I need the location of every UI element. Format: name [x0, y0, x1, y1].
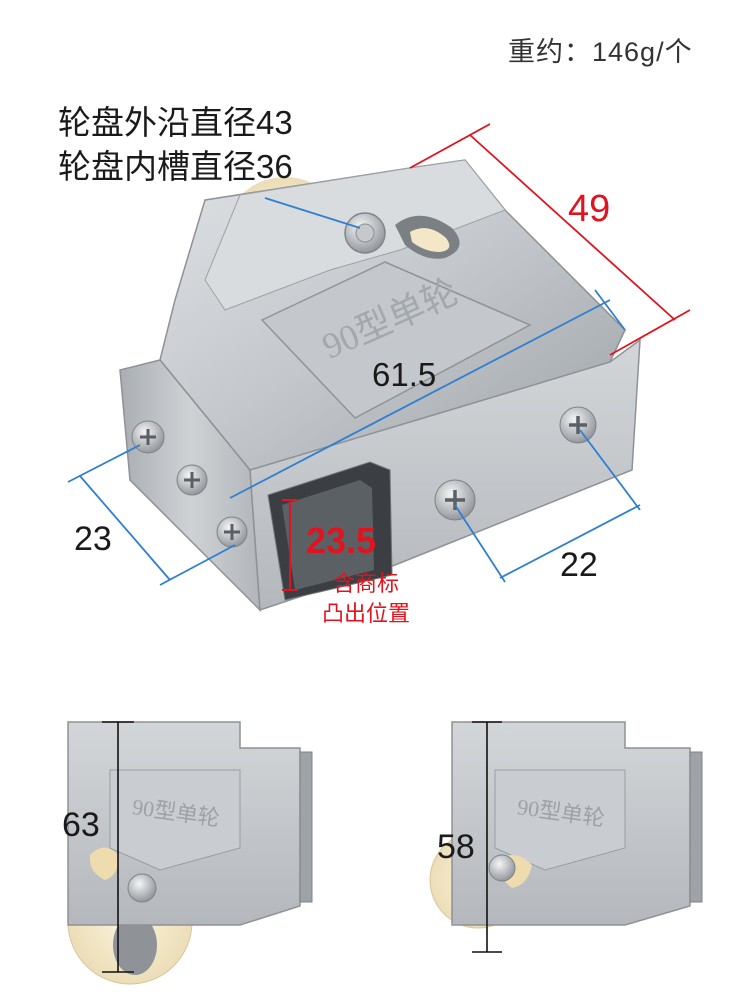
- embossed-plate: [260, 261, 532, 419]
- note-line-1: 含商标: [333, 571, 400, 596]
- embossed-plate-left: [109, 769, 241, 871]
- side-height-dimension: 23: [74, 520, 112, 558]
- side-view-right: 90型单轮: [429, 721, 703, 953]
- slot-wheel-view: [410, 228, 450, 252]
- left-view-height-dimension: 63: [62, 806, 100, 844]
- opening-height-dimension: 23.5: [306, 520, 377, 561]
- depth-dimension: 49: [568, 188, 611, 230]
- right-view-height-dimension: 58: [437, 828, 475, 866]
- embossed-plate-right: [494, 769, 626, 871]
- dimension-lines: [67, 123, 691, 591]
- note-line-2: 凸出位置: [322, 601, 411, 626]
- side-view-left: 90型单轮: [67, 721, 313, 985]
- side-screws: [434, 406, 597, 521]
- inner-groove-diameter-label: 轮盘内槽直径36: [58, 148, 293, 185]
- outer-diameter-label: 轮盘外沿直径43: [58, 104, 293, 141]
- screw-spacing-dimension: 22: [560, 546, 598, 584]
- roller-main-view: 90型单轮: [119, 159, 641, 612]
- length-dimension: 61.5: [372, 356, 437, 393]
- weight-label: 重约：146g/个: [508, 37, 693, 67]
